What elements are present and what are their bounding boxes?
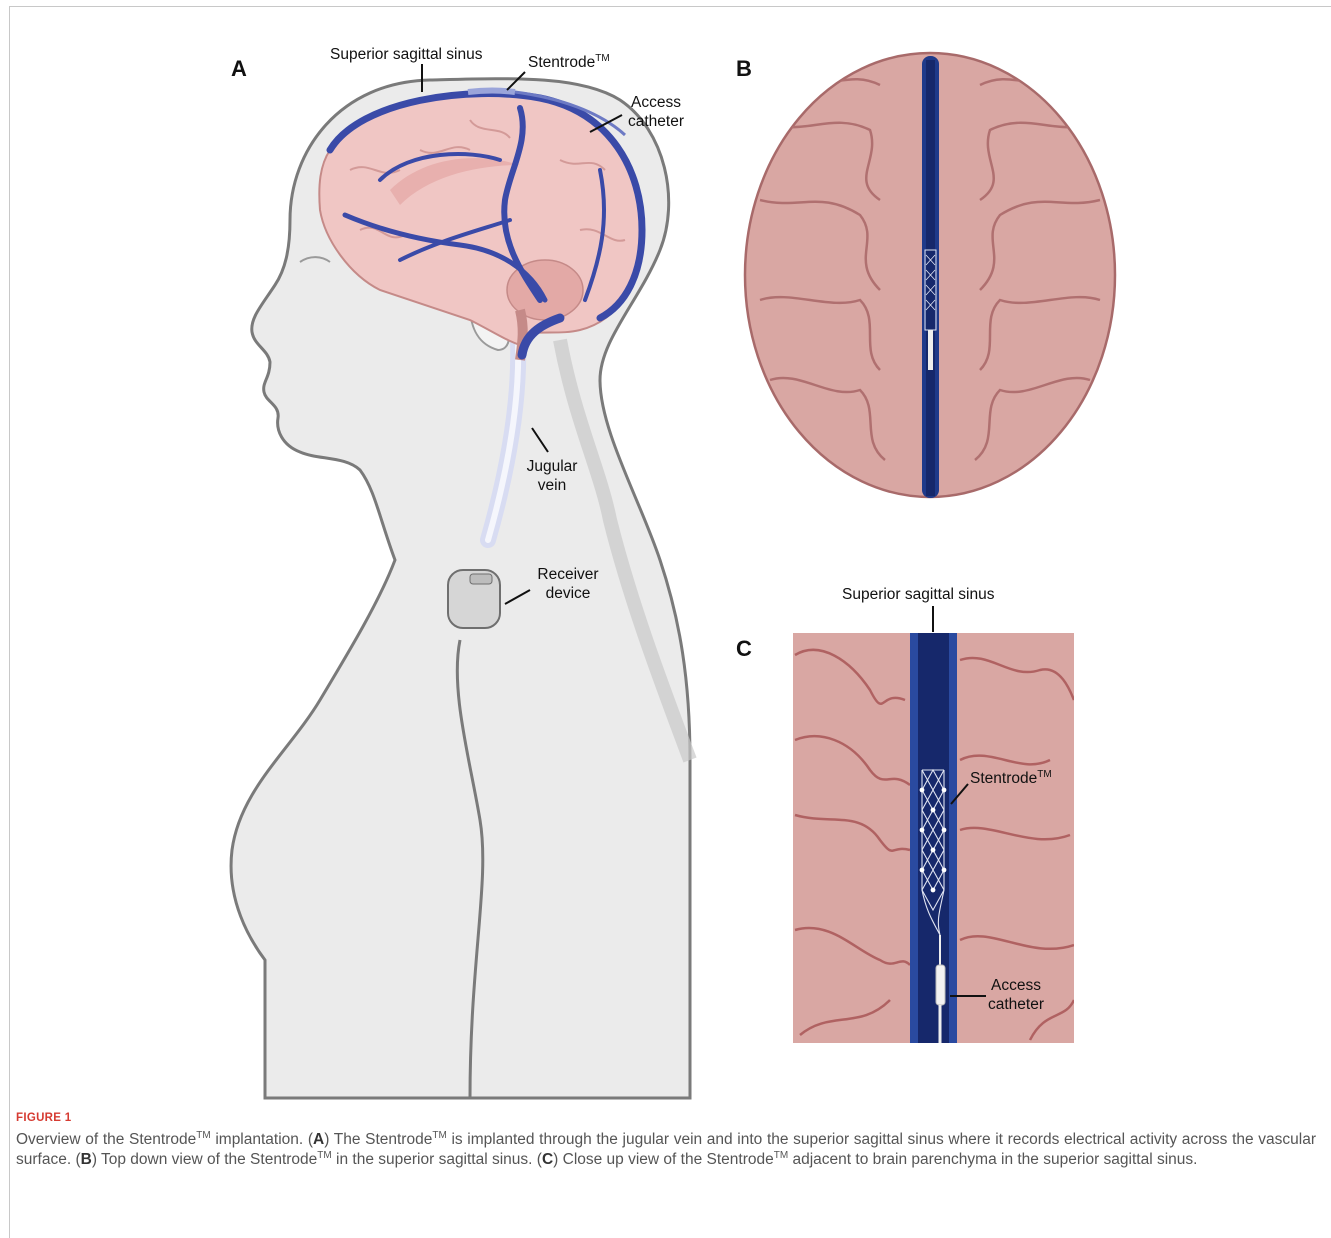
label-access-catheter-c: Accesscatheter <box>978 976 1054 1014</box>
label-stentrode-c: StentrodeTM <box>970 769 1052 788</box>
panel-letter-a: A <box>231 56 247 82</box>
figure-caption: FIGURE 1 Overview of the StentrodeTM imp… <box>16 1112 1316 1170</box>
brain-top-view <box>745 53 1115 498</box>
label-jugular-vein: Jugularvein <box>518 457 586 495</box>
label-superior-sagittal-sinus-c: Superior sagittal sinus <box>842 585 995 604</box>
panel-letter-b: B <box>736 56 752 82</box>
figure-illustration <box>0 0 1331 1100</box>
label-access-catheter-a: Accesscatheter <box>620 93 692 131</box>
access-catheter-c <box>936 965 945 1005</box>
stentrode-a <box>468 91 515 93</box>
label-superior-sagittal-sinus-a: Superior sagittal sinus <box>330 45 483 64</box>
label-stentrode-a: StentrodeTM <box>528 53 610 72</box>
receiver-device <box>448 570 500 628</box>
panel-letter-c: C <box>736 636 752 662</box>
caption-label: FIGURE 1 <box>16 1112 1316 1124</box>
label-receiver-device: Receiverdevice <box>530 565 606 603</box>
caption-text: Overview of the StentrodeTM implantation… <box>16 1130 1316 1170</box>
